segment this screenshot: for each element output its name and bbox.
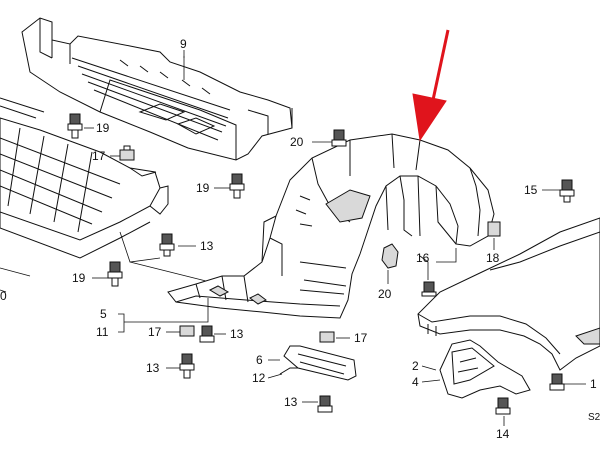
- under-cover-panel-9: [21, 17, 293, 161]
- callout-14: 14: [496, 427, 510, 441]
- callout-11: 11: [96, 325, 109, 339]
- callout-15: 15: [524, 183, 538, 197]
- callout-1-cut: 1: [590, 377, 597, 391]
- callout-16: 16: [416, 251, 430, 265]
- diagram-code: S2: [588, 412, 600, 423]
- callout-13-left: 13: [146, 361, 160, 375]
- callout-20-lower: 20: [378, 287, 392, 301]
- callout-5: 5: [100, 307, 107, 321]
- lower-grille-panel: [0, 97, 169, 259]
- callout-9: 9: [180, 37, 187, 51]
- callout-12: 12: [252, 371, 266, 385]
- callout-17-upper: 17: [92, 149, 106, 163]
- bracket-6-12: [279, 345, 357, 381]
- callout-2: 2: [412, 359, 419, 373]
- callout-19-upper: 19: [96, 121, 110, 135]
- callout-13-bottom: 13: [284, 395, 298, 409]
- callout-17-lower: 17: [148, 325, 162, 339]
- callout-18: 18: [486, 251, 500, 265]
- callout-19-middle: 19: [196, 181, 210, 195]
- callout-19-lower: 19: [72, 271, 86, 285]
- inner-fender-liner: [167, 133, 495, 319]
- leader-lines: [84, 50, 586, 426]
- callout-0-cut: 0: [0, 289, 7, 303]
- reference-lines: [0, 231, 211, 293]
- callout-13-middle: 13: [200, 239, 214, 253]
- callout-4: 4: [412, 375, 419, 389]
- red-pointer-arrow: [412, 29, 450, 142]
- callout-17-right: 17: [354, 331, 368, 345]
- callout-6: 6: [256, 353, 263, 367]
- bracket-2-4: [439, 339, 531, 399]
- fender-panel: [417, 217, 600, 371]
- callout-20-upper: 20: [290, 135, 304, 149]
- callout-13-lower: 13: [230, 327, 244, 341]
- fasteners: [67, 113, 575, 415]
- callout-labels: 9 19 17 20 19 13 19 5 11 17 13 13 6 12 1…: [0, 37, 600, 441]
